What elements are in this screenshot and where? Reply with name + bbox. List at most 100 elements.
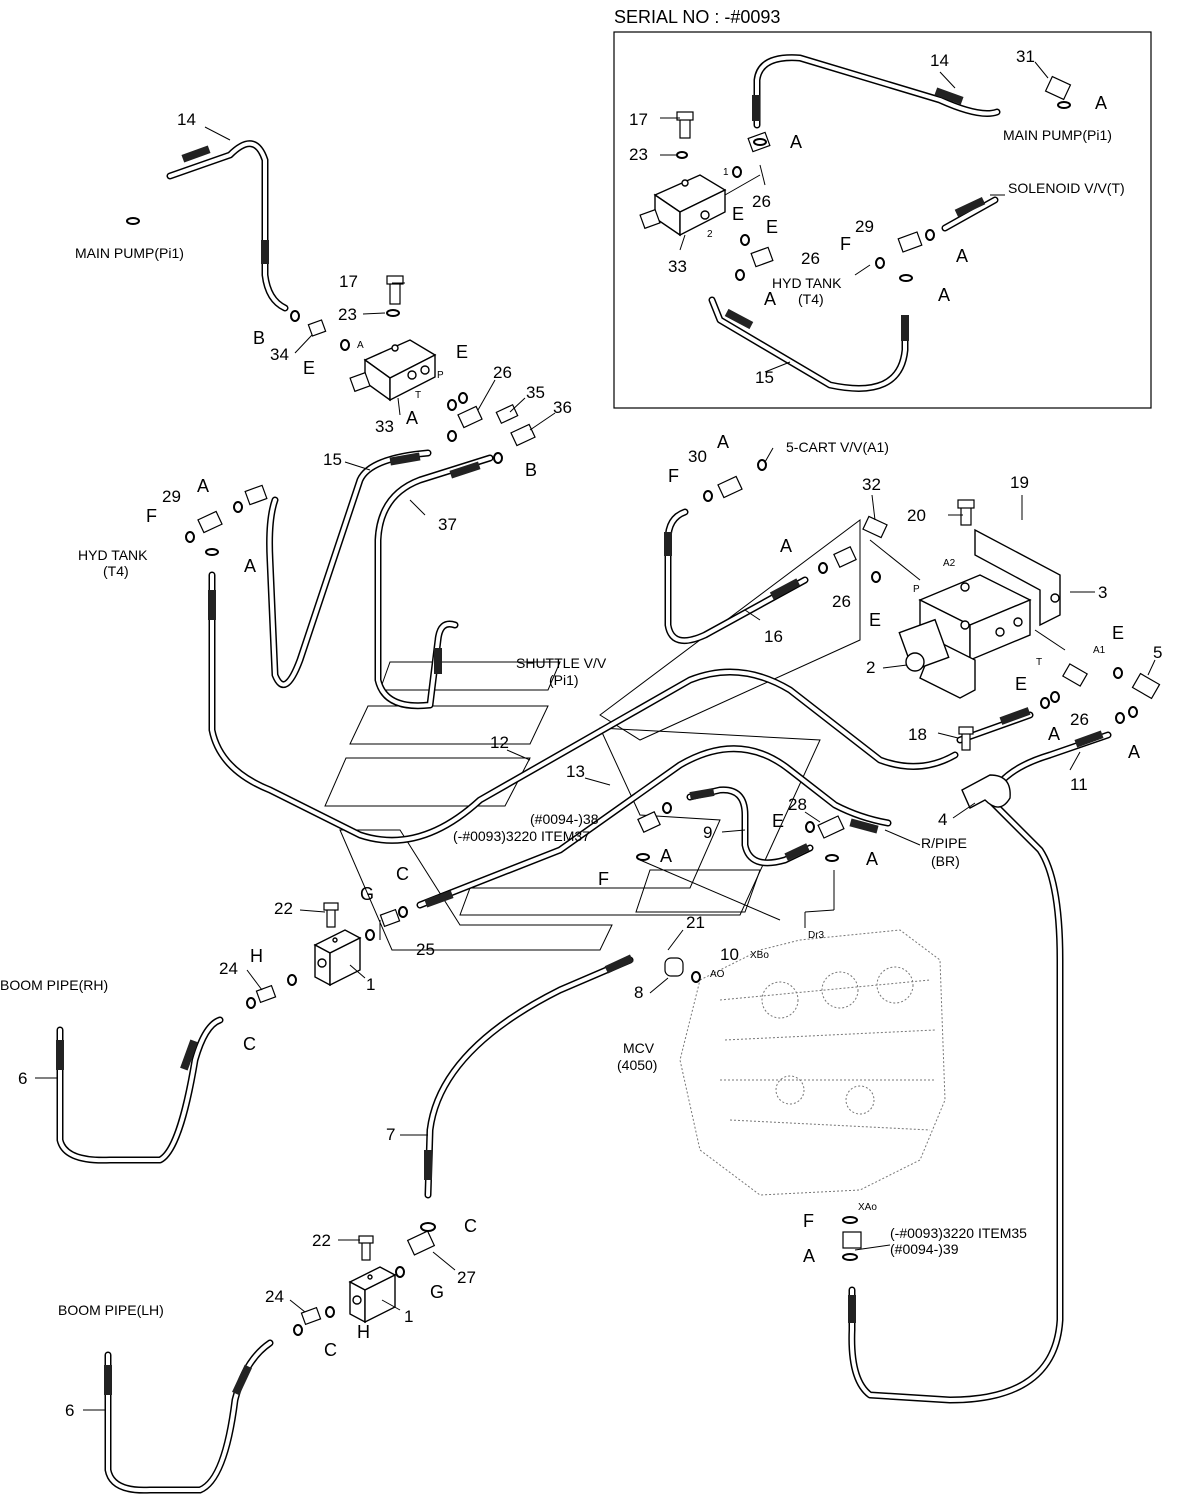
callout-letter: A [956,246,968,266]
callout-letter: E [303,358,315,378]
port-label-a2: A2 [943,558,956,569]
callout-letter: A [790,132,802,152]
port-label-t2: T [1036,657,1042,668]
hose-crimps [56,87,1104,1396]
port-label-t: T [415,390,421,401]
label-mcv: MCV [623,1040,655,1056]
callout-number: 17 [339,272,358,291]
label-mcv-code: (4050) [617,1057,657,1073]
callout-number: 15 [323,450,342,469]
callout-letter: H [357,1322,370,1342]
callout-letter: A [866,849,878,869]
callout-number: 20 [907,506,926,525]
callout-number: 28 [788,795,807,814]
serial-inset-box [613,31,1152,409]
label-note-35b: (#0094-)39 [890,1241,959,1257]
callout-letter: A [660,846,672,866]
callout-number: 35 [526,383,545,402]
callout-number: 34 [270,345,289,364]
callout-letter: B [525,460,537,480]
callout-number: 26 [832,592,851,611]
solenoid-valve-3 [898,528,1061,699]
callout-letter: E [772,811,784,831]
port-label-xao: XAo [858,1202,877,1213]
callout-number: 26 [752,192,771,211]
label-hyd-tank-code: (T4) [103,563,129,579]
callout-letter: E [869,610,881,630]
callout-letter: A [717,432,729,452]
callout-number: 30 [688,447,707,466]
port-label-1: 1 [723,167,729,178]
callout-number: 29 [162,487,181,506]
callout-letter: C [243,1034,256,1054]
port-label-p: P [437,370,444,381]
block-1-lower [348,1266,397,1324]
callout-number: 21 [686,913,705,932]
callout-number: 32 [862,475,881,494]
label-note-35a: (-#0093)3220 ITEM35 [890,1225,1027,1241]
callout-number: 12 [490,733,509,752]
callout-letter: B [253,328,265,348]
callout-letter: C [396,864,409,884]
callout-number: 29 [855,217,874,236]
callout-number: 14 [930,51,949,70]
serial-box-title: SERIAL NO : -#0093 [614,7,780,27]
callout-letter: E [1015,674,1027,694]
callout-number: 33 [375,417,394,436]
label-inset-solenoid: SOLENOID V/V(T) [1008,180,1125,196]
callout-number: 26 [1070,710,1089,729]
callout-letter: F [840,234,851,254]
callout-number: 37 [438,515,457,534]
callout-letter: H [250,946,263,966]
callout-number: 16 [764,627,783,646]
callout-letter: C [324,1340,337,1360]
callout-number: 23 [629,145,648,164]
label-r-pipe: R/PIPE [921,835,967,851]
label-inset-hyd-tank: HYD TANK [772,275,842,291]
label-r-pipe-code: (BR) [931,853,960,869]
callout-letter: G [360,884,374,904]
callout-letter: E [732,204,744,224]
callout-number: 18 [908,725,927,744]
callout-letter: E [1112,623,1124,643]
callout-letter: A [803,1246,815,1266]
callout-letter: A [1128,742,1140,762]
label-hyd-tank: HYD TANK [78,547,148,563]
callout-letter: A [938,285,950,305]
callout-number: 36 [553,398,572,417]
port-label-a: A [357,340,364,351]
callout-number: 15 [755,368,774,387]
callout-number: 4 [938,810,947,829]
callout-number: 9 [703,823,712,842]
label-inset-main-pump: MAIN PUMP(Pi1) [1003,127,1112,143]
callout-number: 25 [416,940,435,959]
callout-letter: E [456,342,468,362]
label-cart-vv: 5-CART V/V(A1) [786,439,889,455]
callout-letter: A [244,556,256,576]
callout-number: 3 [1098,583,1107,602]
callout-letter: A [764,289,776,309]
number-callouts: 14 17 23 34 33 26 35 36 15 37 29 30 32 2… [18,47,1162,1420]
callout-number: 23 [338,305,357,324]
port-label-dr3: Dr3 [808,930,825,941]
mcv-outline [679,929,946,1196]
callout-letter: A [197,476,209,496]
leader-lines [35,61,1156,1411]
callout-number: 31 [1016,47,1035,66]
callout-number: 11 [1070,775,1088,794]
callout-number: 10 [720,945,739,964]
label-inset-hyd-tank-code: (T4) [798,291,824,307]
label-boom-pipe-lh: BOOM PIPE(LH) [58,1302,164,1318]
label-note-38a: (#0094-)38 [530,811,599,827]
letter-callouts: B E E A B A F A A F A E E E A A E A A F … [146,93,1140,1360]
port-label-p2: P [913,584,920,595]
callout-number: 1 [404,1307,413,1326]
callout-number: 2 [866,658,875,677]
hoses [56,54,1112,1494]
callout-letter: F [668,466,679,486]
label-boom-pipe-rh: BOOM PIPE(RH) [0,977,108,993]
callout-number: 13 [566,762,585,781]
text-labels: MAIN PUMP(Pi1) HYD TANK (T4) SHUTTLE V/V… [0,127,1125,1318]
